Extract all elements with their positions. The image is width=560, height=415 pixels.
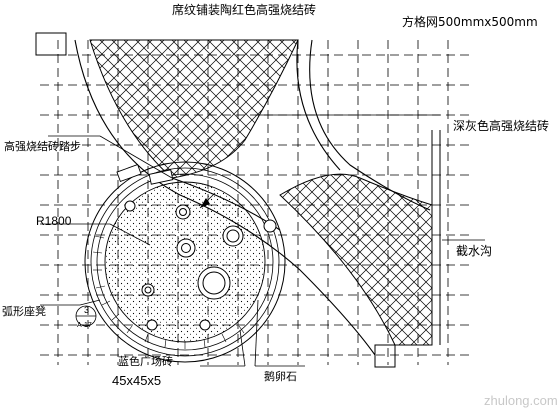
grey-paving-area	[279, 173, 433, 346]
label-tile: 蓝色广场砖	[118, 354, 173, 368]
label-grey-paving: 深灰色高强烧结砖	[453, 118, 549, 133]
label-stepping-stone: 高强烧结砖踏步	[4, 139, 81, 153]
label-tile-size: 45x45x5	[112, 373, 161, 388]
label-pebble: 鹅卵石	[264, 369, 297, 383]
watermark: zhulong.com	[484, 393, 558, 408]
label-drain: 截水沟	[456, 244, 492, 258]
circular-plaza	[84, 161, 286, 363]
label-grid-note: 方格网500mmx500mm	[402, 14, 538, 29]
label-red-paving: 席纹铺装陶红色高强烧结砖	[172, 2, 316, 17]
drain-channel	[35, 32, 441, 368]
label-arc-seat: 弧形座凳	[2, 304, 46, 318]
label-radius: R1800	[36, 214, 72, 228]
detail-ref-marker	[75, 305, 97, 327]
red-paving-area	[89, 39, 299, 179]
label-detail-ref-top: 3	[84, 305, 89, 315]
arrow-head	[200, 198, 210, 208]
